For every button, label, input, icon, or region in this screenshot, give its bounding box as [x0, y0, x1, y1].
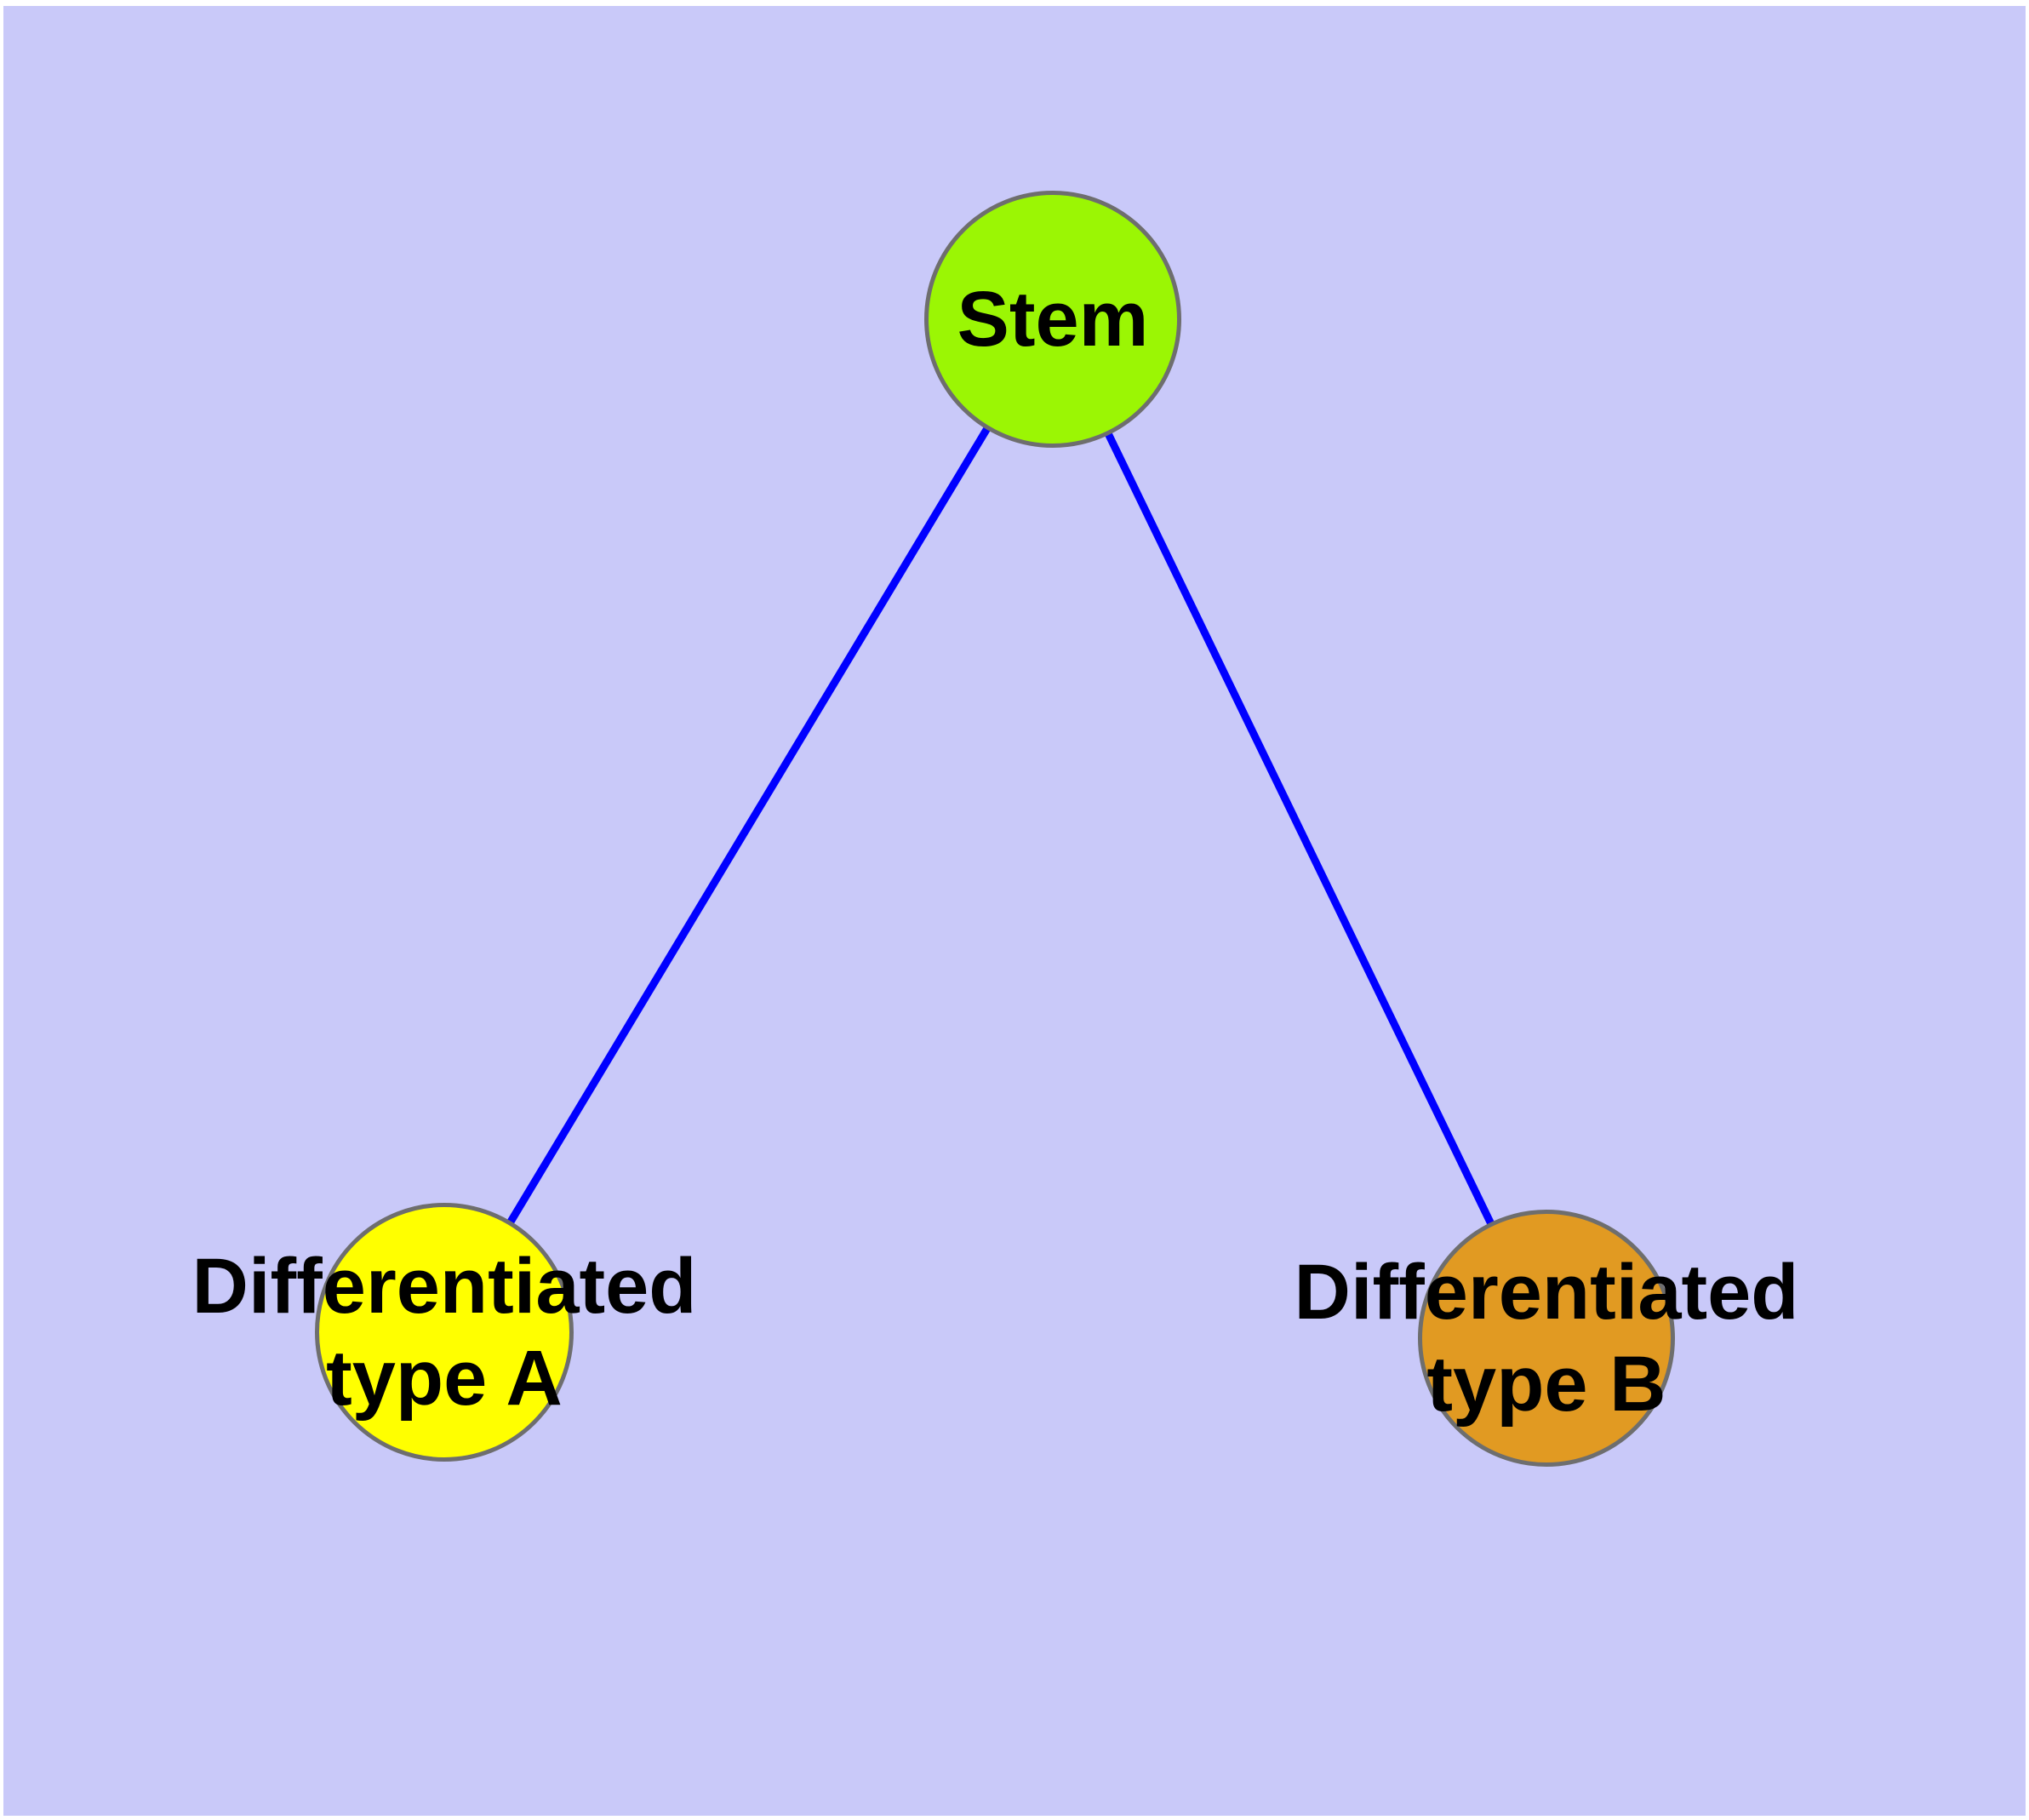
node-stem-label-line1: Stem [957, 276, 1149, 363]
node-differentiated-type-a-label: Differentiated type A [192, 1240, 697, 1424]
node-differentiated-type-b-label-line1: Differentiated [1294, 1249, 1799, 1336]
node-differentiated-type-a-label-line1: Differentiated [191, 1243, 697, 1330]
node-differentiated-type-b-label: Differentiated type B [1295, 1246, 1799, 1430]
edge-stem-to-type-b [1049, 318, 1551, 1340]
node-differentiated-type-a-label-line2: type A [326, 1335, 563, 1422]
node-differentiated-type-b [1418, 1210, 1675, 1467]
node-stem [924, 191, 1181, 448]
node-stem-label: Stem [957, 273, 1149, 365]
node-differentiated-type-b-label-line2: type B [1426, 1341, 1666, 1428]
edge-stem-to-type-a [441, 317, 1056, 1335]
node-differentiated-type-a [315, 1203, 574, 1462]
